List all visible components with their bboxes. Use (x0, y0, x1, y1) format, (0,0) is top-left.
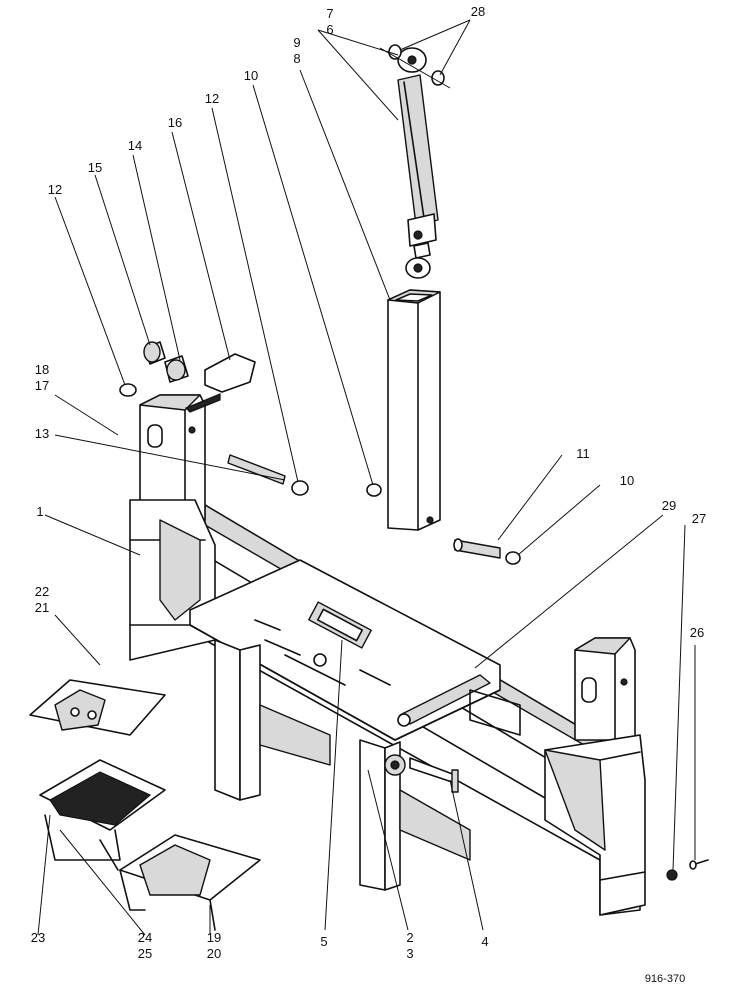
callout-7: 7 (326, 6, 333, 21)
callout-5: 5 (320, 934, 327, 949)
pin-11 (366, 483, 521, 565)
callout-17: 17 (35, 378, 49, 393)
leader-lines (37, 19, 696, 936)
callout-3: 3 (406, 946, 413, 961)
callout-29: 29 (662, 498, 676, 513)
callout-2: 2 (406, 930, 413, 945)
callout-22: 22 (35, 584, 49, 599)
callout-13: 13 (35, 426, 49, 441)
callout-4: 4 (481, 934, 488, 949)
screws (666, 859, 709, 881)
callout-12-mid: 12 (205, 91, 219, 106)
callout-28: 28 (471, 4, 485, 19)
callout-19: 19 (207, 930, 221, 945)
callouts: 7 6 28 9 8 10 12 16 14 15 12 18 17 13 11… (31, 4, 706, 961)
seat-plate (189, 559, 501, 741)
left-small-parts (29, 679, 261, 931)
callout-20: 20 (207, 946, 221, 961)
callout-1: 1 (36, 504, 43, 519)
callout-10-right: 10 (620, 473, 634, 488)
callout-10-top: 10 (244, 68, 258, 83)
callout-6: 6 (326, 22, 333, 37)
callout-23: 23 (31, 930, 45, 945)
callout-15: 15 (88, 160, 102, 175)
callout-8: 8 (293, 51, 300, 66)
callout-12-left: 12 (48, 182, 62, 197)
lift-tube (387, 289, 441, 531)
callout-21: 21 (35, 600, 49, 615)
callout-26: 26 (690, 625, 704, 640)
callout-18: 18 (35, 362, 49, 377)
callout-11: 11 (576, 446, 590, 461)
callout-25: 25 (138, 946, 152, 961)
callout-27: 27 (692, 511, 706, 526)
callout-9: 9 (293, 35, 300, 50)
callout-14: 14 (128, 138, 142, 153)
hydraulic-cylinder (379, 44, 451, 279)
callout-16: 16 (168, 115, 182, 130)
lower-supports (214, 639, 521, 891)
callout-24: 24 (138, 930, 152, 945)
drawing-reference-code: 916-370 (645, 973, 685, 985)
